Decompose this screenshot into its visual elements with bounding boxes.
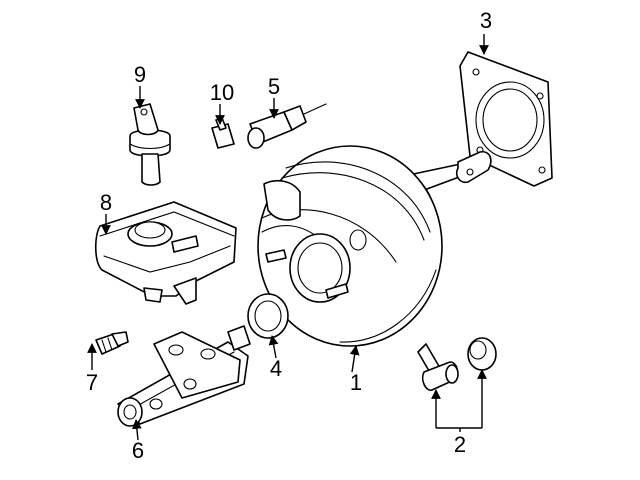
brake-line-fitting: [95, 331, 129, 355]
callout-2: 2: [454, 432, 466, 457]
callout-3: 3: [480, 8, 492, 33]
reservoir-cap: [129, 103, 171, 186]
callout-5: 5: [268, 74, 280, 99]
brake-fluid-reservoir: [94, 201, 237, 305]
check-valve: [417, 343, 459, 391]
leader-lines: [87, 34, 489, 441]
brake-booster: [257, 145, 492, 347]
callout-4: 4: [270, 356, 282, 381]
retaining-clip: [211, 117, 235, 149]
callout-9: 9: [134, 62, 146, 87]
callout-6: 6: [132, 438, 144, 463]
o-ring-seal: [247, 293, 289, 339]
callout-7: 7: [86, 370, 98, 395]
callout-labels: 1 2 3 4 5 6 7 8 9 10: [86, 8, 492, 463]
brake-fluid-level-sensor: [247, 103, 327, 149]
callout-1: 1: [350, 370, 362, 395]
callout-10: 10: [210, 80, 234, 105]
callout-8: 8: [100, 190, 112, 215]
valve-grommet: [467, 337, 497, 371]
brake-master-cylinder: [117, 325, 251, 427]
